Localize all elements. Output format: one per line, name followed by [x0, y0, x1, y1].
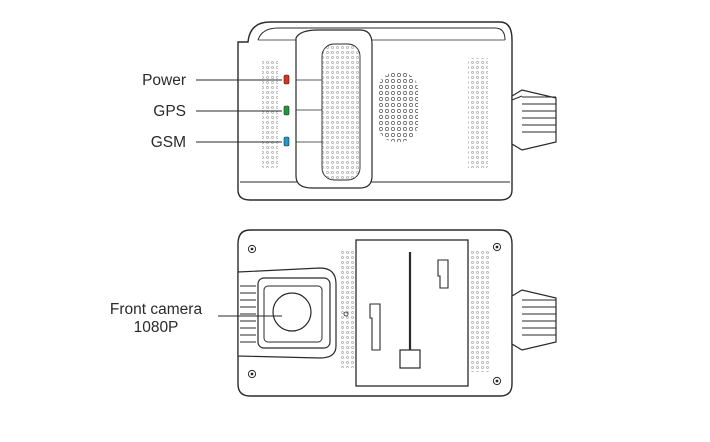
- top-right-vent: [468, 58, 488, 168]
- bottom-right-vent: [470, 250, 490, 372]
- top-left-vent: [262, 60, 278, 168]
- front-camera-housing: [237, 267, 337, 359]
- top-view-device: Power GPS GSM: [142, 21, 557, 201]
- front-camera-lens: [272, 292, 312, 332]
- bottom-view-device: Front camera 1080P: [110, 229, 557, 397]
- front-camera-resolution-label: 1080P: [134, 319, 179, 336]
- gsm-label: GSM: [151, 134, 186, 151]
- gps-label: GPS: [153, 103, 186, 120]
- power-led: [283, 74, 290, 85]
- front-camera-label: Front camera: [110, 301, 203, 318]
- speaker-grille: [378, 72, 418, 142]
- gps-led: [283, 105, 290, 116]
- gsm-led: [283, 136, 290, 147]
- power-label: Power: [142, 72, 186, 89]
- bottom-left-vent: [340, 250, 356, 368]
- screw-holes: [247, 242, 502, 386]
